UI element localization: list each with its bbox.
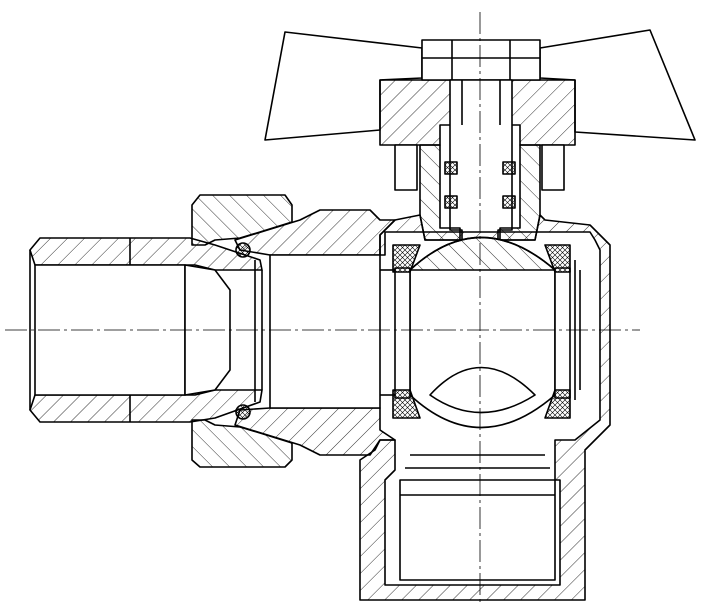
hex-nut <box>421 39 541 81</box>
body-inner-bore <box>399 479 556 581</box>
seat-ring <box>544 389 571 419</box>
seat-ring <box>392 244 421 273</box>
seat-ring <box>544 244 571 273</box>
seat-ring <box>392 389 421 419</box>
o-ring <box>444 161 458 175</box>
o-ring <box>502 161 516 175</box>
coupling-body <box>234 209 396 256</box>
valve-body <box>359 214 611 601</box>
o-ring <box>444 195 458 209</box>
o-ring <box>502 195 516 209</box>
ball-top <box>409 236 556 271</box>
handle-skirt-right <box>541 144 565 191</box>
coupling-bore <box>269 254 381 409</box>
handle-skirt-left <box>394 144 418 191</box>
